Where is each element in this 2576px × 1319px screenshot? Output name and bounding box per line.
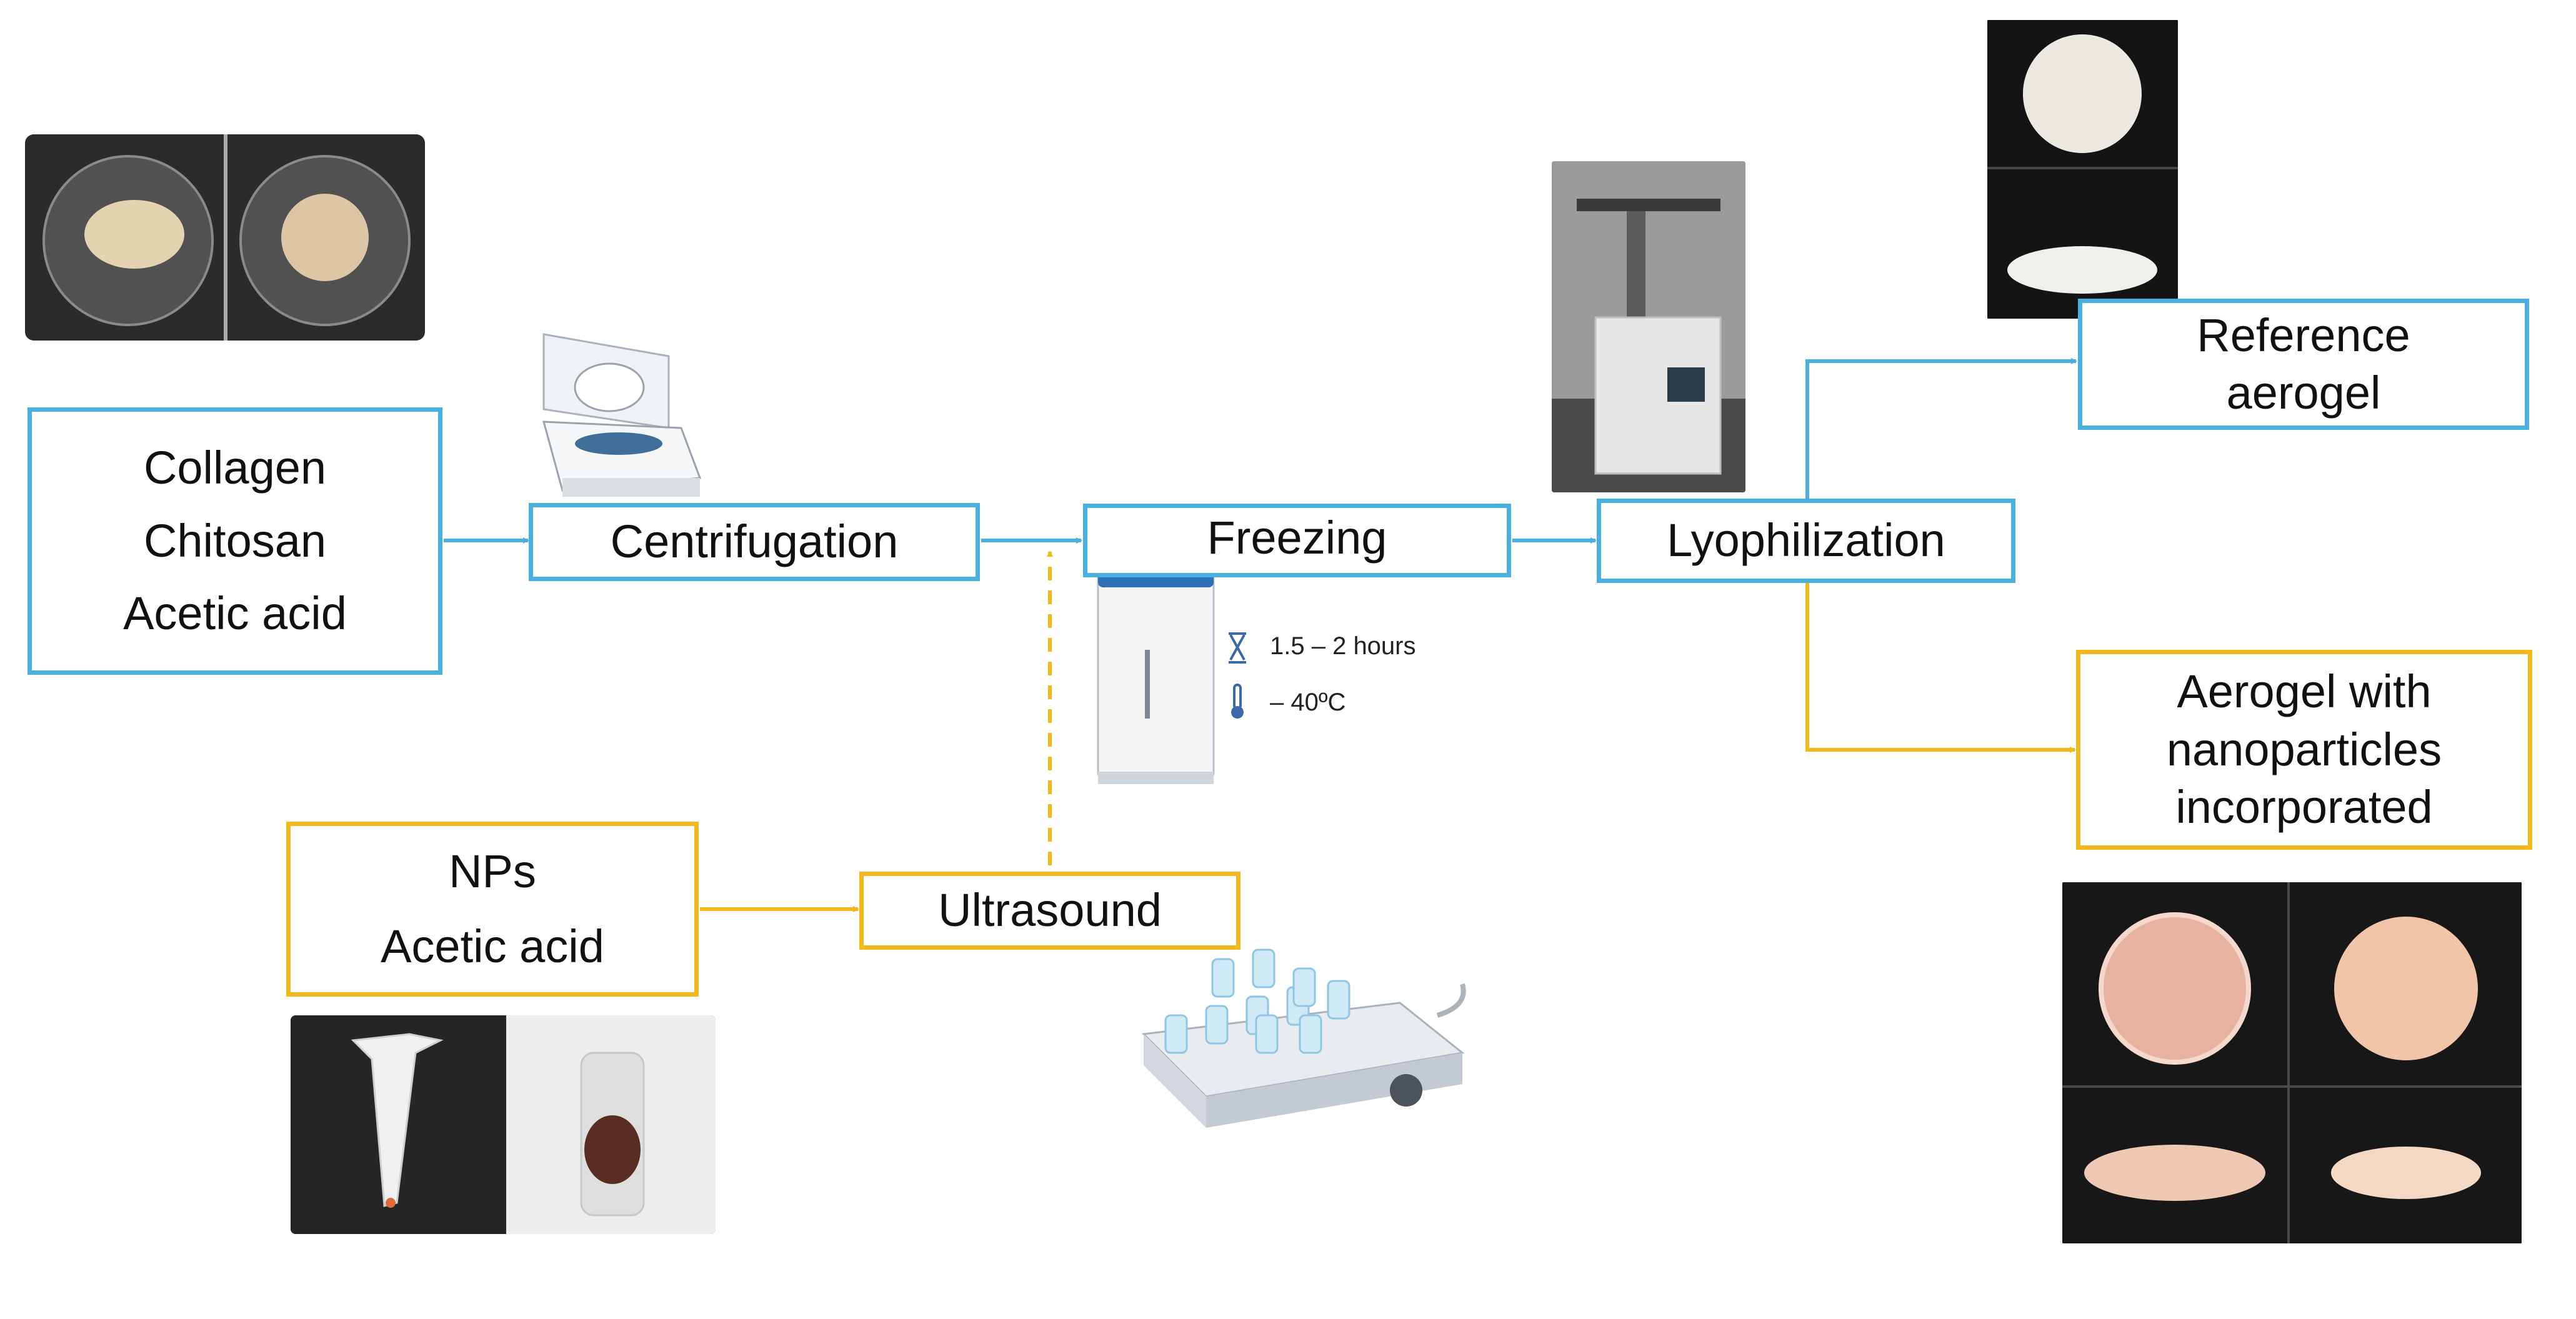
thermometer-icon bbox=[1231, 684, 1244, 719]
step-centrifugation-label: Centrifugation bbox=[610, 515, 899, 568]
output-reference-line1: Reference bbox=[2197, 309, 2410, 361]
input-acetic-acid: Acetic acid bbox=[123, 587, 347, 640]
np-dispersion-photo bbox=[291, 1015, 716, 1234]
freezer-icon bbox=[1097, 545, 1215, 784]
arrow-lyophilization-to-np-aerogel bbox=[1805, 582, 2076, 753]
lyophilizer-photo bbox=[1552, 161, 1745, 492]
input-collagen: Collagen bbox=[143, 442, 327, 494]
input-box-biopolymers: Collagen Chitosan Acetic acid bbox=[27, 407, 442, 675]
input-nps: NPs bbox=[449, 845, 536, 897]
freezing-time: 1.5 – 2 hours bbox=[1270, 632, 1416, 660]
step-ultrasound: Ultrasound bbox=[859, 872, 1241, 950]
step-lyophilization-label: Lyophilization bbox=[1667, 514, 1945, 567]
np-aerogel-photo bbox=[2062, 882, 2522, 1243]
output-np-line3: incorporated bbox=[2175, 781, 2433, 834]
hourglass-icon bbox=[1229, 632, 1246, 664]
output-np-line1: Aerogel with bbox=[2177, 665, 2432, 718]
step-freezing-label: Freezing bbox=[1207, 512, 1387, 564]
raw-materials-photo bbox=[25, 134, 425, 341]
reference-aerogel-photo bbox=[1987, 20, 2178, 319]
freezing-temperature: – 40ºC bbox=[1270, 689, 1346, 716]
output-np-line2: nanoparticles bbox=[2166, 723, 2442, 775]
output-reference-aerogel: Reference aerogel bbox=[2078, 299, 2529, 430]
input-box-nanoparticles: NPs Acetic acid bbox=[286, 822, 699, 997]
step-ultrasound-label: Ultrasound bbox=[938, 884, 1162, 937]
step-freezing: Freezing bbox=[1083, 504, 1511, 577]
output-reference-line2: aerogel bbox=[2226, 367, 2381, 419]
ultrasound-bath-icon bbox=[1141, 948, 1466, 1128]
step-centrifugation: Centrifugation bbox=[529, 503, 980, 581]
input-acetic-acid-np: Acetic acid bbox=[381, 920, 604, 972]
step-lyophilization: Lyophilization bbox=[1597, 499, 2015, 583]
arrow-lyophilization-to-reference bbox=[1805, 358, 2077, 511]
input-chitosan: Chitosan bbox=[143, 514, 327, 567]
centrifuge-icon bbox=[542, 333, 702, 497]
output-np-aerogel: Aerogel with nanoparticles incorporated bbox=[2076, 650, 2532, 850]
